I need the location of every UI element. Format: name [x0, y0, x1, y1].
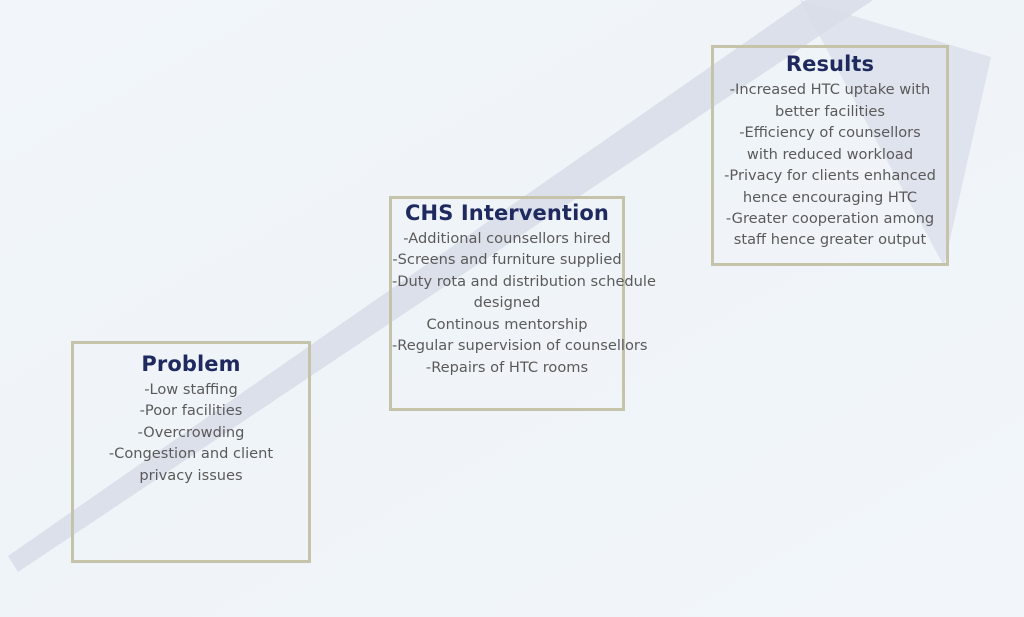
stage-line: -Regular supervision of counsellors [392, 337, 648, 355]
stage-box-intervention[interactable]: CHS Intervention -Additional counsellors… [389, 196, 656, 411]
stage-box-results[interactable]: Results -Increased HTC uptake with bette… [711, 45, 949, 266]
stage-line: -Increased HTC uptake with [729, 81, 931, 99]
stage-line: better facilities [775, 102, 885, 120]
stage-line: privacy issues [139, 466, 243, 484]
stage-line: -Efficiency of counsellors [739, 124, 921, 142]
stage-line: -Privacy for clients enhanced [724, 167, 936, 185]
stage-title-intervention: CHS Intervention [405, 200, 609, 225]
stage-line: -Overcrowding [137, 423, 245, 441]
stage-line: -Low staffing [144, 380, 238, 398]
stage-lines-intervention: -Additional counsellors hired -Screens a… [392, 228, 656, 406]
stage-title-problem: Problem [141, 351, 241, 376]
stage-lines-problem: -Low staffing -Poor facilities -Overcrow… [74, 379, 308, 542]
stage-line: hence encouraging HTC [742, 188, 918, 206]
stage-line: -Duty rota and distribution schedule [392, 272, 656, 290]
stage-line: -Additional counsellors hired [403, 230, 611, 248]
stage-line: staff hence greater output [733, 231, 927, 249]
stage-line: Continous mentorship [426, 315, 588, 333]
stage-box-problem[interactable]: Problem -Low staffing -Poor facilities -… [71, 341, 311, 563]
stage-line: -Poor facilities [139, 402, 243, 420]
stage-title-results: Results [785, 52, 875, 77]
stage-line: -Repairs of HTC rooms [425, 358, 589, 376]
stage-line: designed [473, 294, 541, 312]
arrow-shaft [8, 0, 873, 572]
stage-line: -Screens and furniture supplied [392, 251, 622, 269]
arrow-head [800, 0, 991, 266]
stage-line: with reduced workload [746, 145, 914, 163]
stage-lines-results: -Increased HTC uptake with better facili… [714, 79, 946, 259]
stage-line: -Greater cooperation among [725, 209, 935, 227]
stage-line: -Congestion and client [108, 445, 274, 463]
